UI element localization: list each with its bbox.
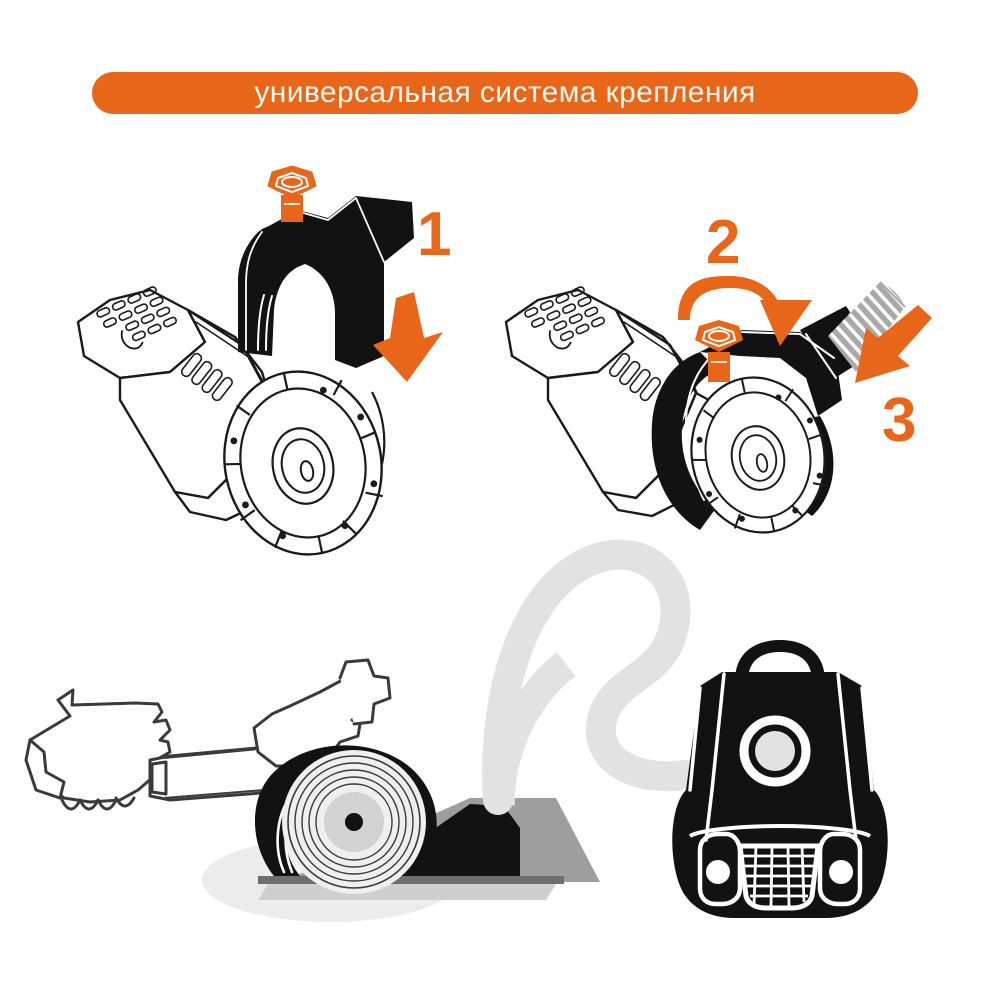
illustration-step1 bbox=[76, 165, 443, 556]
bolt2-shaft bbox=[708, 352, 730, 382]
bolt2-head-center bbox=[708, 330, 730, 342]
vacuum-fascia-line bbox=[688, 823, 872, 838]
step-number-1: 1 bbox=[417, 200, 452, 269]
grinder2-vent-slots bbox=[524, 286, 661, 402]
vacuum-wheel-left bbox=[706, 860, 730, 884]
guard-elbow bbox=[424, 804, 520, 876]
step3-diagonal-arrow bbox=[855, 305, 932, 383]
step2-rotate-arrow bbox=[678, 276, 812, 346]
hex-bolt-step1 bbox=[267, 165, 317, 222]
hand2-fingers bbox=[338, 658, 392, 726]
bolt-head-center bbox=[281, 176, 303, 188]
step-number-3: 3 bbox=[882, 386, 917, 455]
dust-guard-clamp bbox=[238, 196, 414, 370]
bolt2-head bbox=[695, 320, 743, 352]
vacuum-wheel-right bbox=[829, 860, 853, 884]
title-banner: универсальная система крепления bbox=[92, 72, 918, 114]
illustration-in-use bbox=[24, 652, 600, 922]
vacuum-body-seams bbox=[688, 672, 874, 842]
vacuum-body bbox=[672, 672, 888, 918]
vacuum-wheels bbox=[697, 831, 863, 907]
hex-bolt-step2 bbox=[695, 320, 743, 382]
vacuum-grille bbox=[737, 843, 821, 911]
vacuum-wheel-pod-right bbox=[817, 831, 863, 907]
vacuum-hose bbox=[482, 539, 781, 815]
bolt-shaft bbox=[281, 195, 303, 222]
vacuum-wheel-pod-left bbox=[697, 831, 743, 907]
clamp-vent-lines bbox=[257, 294, 281, 351]
guard-top-shell bbox=[700, 330, 842, 416]
cutting-disc-mounted bbox=[690, 376, 829, 534]
vacuum-hose-tip bbox=[755, 731, 795, 771]
vacuum-cleaner bbox=[672, 640, 888, 918]
diamond-cutting-disc bbox=[223, 370, 386, 556]
bolt-head bbox=[267, 165, 317, 199]
disc-sideview bbox=[282, 750, 426, 894]
hand-outline bbox=[24, 688, 172, 811]
hand-thumb bbox=[24, 738, 66, 800]
vacuum-hose-port-ring bbox=[739, 715, 811, 787]
step-number-2: 2 bbox=[706, 208, 741, 277]
clamp-arch-cavity bbox=[275, 266, 332, 352]
banner-title: универсальная система крепления bbox=[254, 76, 756, 109]
grinder-sideview-outline bbox=[148, 742, 302, 802]
bolt2-head-inner-hex bbox=[701, 325, 737, 348]
guard-seams bbox=[685, 331, 837, 425]
grinder-vent-slots bbox=[96, 286, 233, 402]
corrugated-hose-nozzle bbox=[828, 281, 906, 372]
guard-left-wall bbox=[651, 352, 718, 530]
vacuum-handle bbox=[735, 640, 825, 681]
illustration-step2-3 bbox=[504, 276, 932, 534]
clamp-body-outer bbox=[238, 196, 414, 368]
bolt-head-inner-hex bbox=[274, 171, 310, 194]
step1-down-arrow bbox=[373, 292, 443, 382]
